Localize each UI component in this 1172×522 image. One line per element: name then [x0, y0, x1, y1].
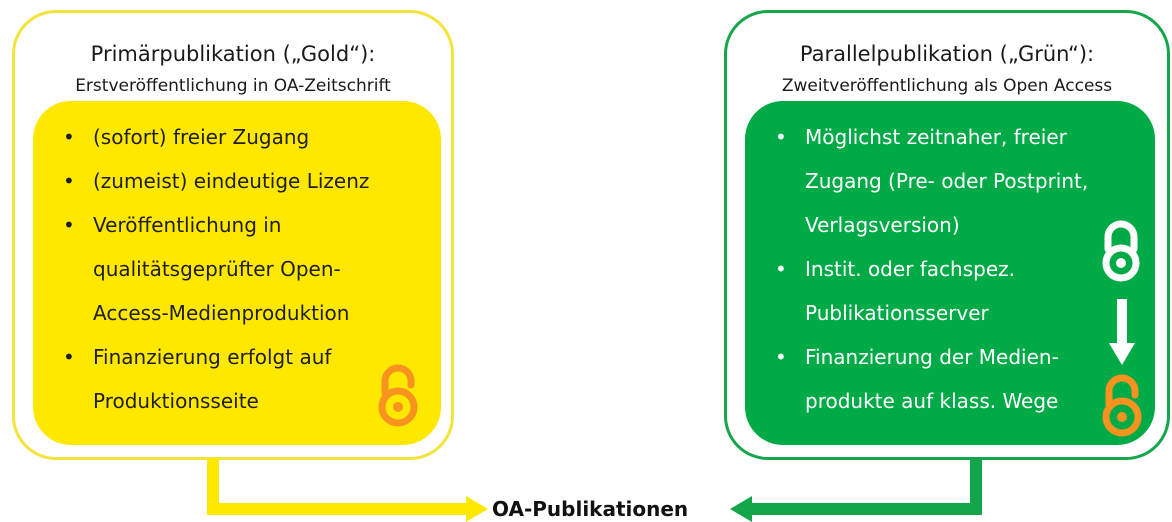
open-access-lock-icon [378, 364, 418, 427]
gold-title: Primärpublikation („Gold“): [90, 42, 376, 66]
green-bullet-2: Instit. oder fachspez. Publikationsserve… [805, 257, 1016, 325]
gold-features-box: •(sofort) freier Zugang •(zumeist) einde… [33, 101, 441, 445]
green-features-box: •Möglichst zeitnaher, freier Zugang (Pre… [745, 101, 1155, 445]
green-bullet-3: Finanzierung der Medien- produkte auf kl… [805, 345, 1059, 413]
gold-oa-card: Primärpublikation („Gold“): Erstveröffen… [12, 10, 454, 460]
green-subtitle: Zweitveröffentlichung als Open Access [781, 76, 1113, 96]
gold-bullet-4: Finanzierung erfolgt auf Produktionsseit… [93, 345, 332, 413]
list-item: •(zumeist) eindeutige Lizenz [63, 169, 370, 193]
green-oa-card: Parallelpublikation („Grün“): Zweitveröf… [724, 10, 1170, 460]
closed-lock-icon [1102, 220, 1140, 282]
list-item: •Finanzierung der Medien- produkte auf k… [775, 345, 1059, 413]
open-access-lock-icon [1102, 374, 1142, 437]
gold-feature-list: •(sofort) freier Zugang •(zumeist) einde… [61, 115, 431, 423]
green-bullet-1: Möglichst zeitnaher, freier Zugang (Pre-… [805, 125, 1089, 237]
green-feature-list: •Möglichst zeitnaher, freier Zugang (Pre… [773, 115, 1133, 423]
list-item: •Möglichst zeitnaher, freier Zugang (Pre… [775, 125, 1089, 237]
arrow-down-icon [1109, 299, 1135, 365]
green-title: Parallelpublikation („Grün“): [799, 42, 1095, 66]
gold-subtitle: Erstveröffentlichung in OA-Zeitschrift [75, 76, 391, 96]
list-item: •Finanzierung erfolgt auf Produktionssei… [63, 345, 332, 413]
gold-bullet-3: Veröffentlichung in qualitätsgeprüfter O… [93, 213, 350, 325]
list-item: •Veröffentlichung in qualitätsgeprüfter … [63, 213, 350, 325]
list-item: •(sofort) freier Zugang [63, 125, 310, 149]
gold-bullet-1: (sofort) freier Zugang [93, 125, 310, 149]
oa-publications-label: OA-Publikationen [492, 497, 689, 521]
gold-bullet-2: (zumeist) eindeutige Lizenz [93, 169, 370, 193]
list-item: •Instit. oder fachspez. Publikationsserv… [775, 257, 1016, 325]
